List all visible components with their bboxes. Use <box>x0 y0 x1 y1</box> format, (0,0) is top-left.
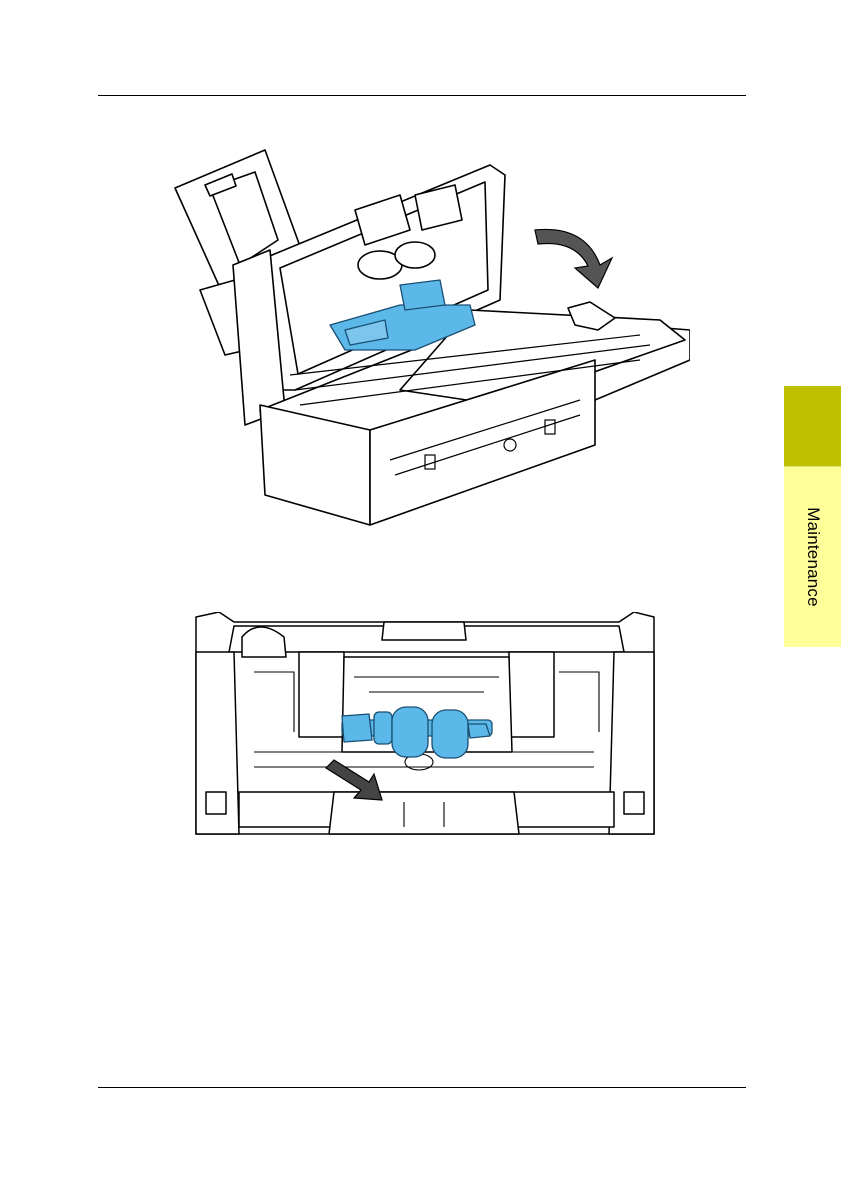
section-tab-accent <box>784 386 841 466</box>
section-tab: Maintenance <box>784 466 841 647</box>
roller-removal-illustration <box>194 612 656 837</box>
header-rule <box>98 95 746 96</box>
footer-rule <box>98 1087 746 1088</box>
section-tab-label: Maintenance <box>803 507 823 607</box>
scanner-open-cover-illustration <box>170 140 690 530</box>
